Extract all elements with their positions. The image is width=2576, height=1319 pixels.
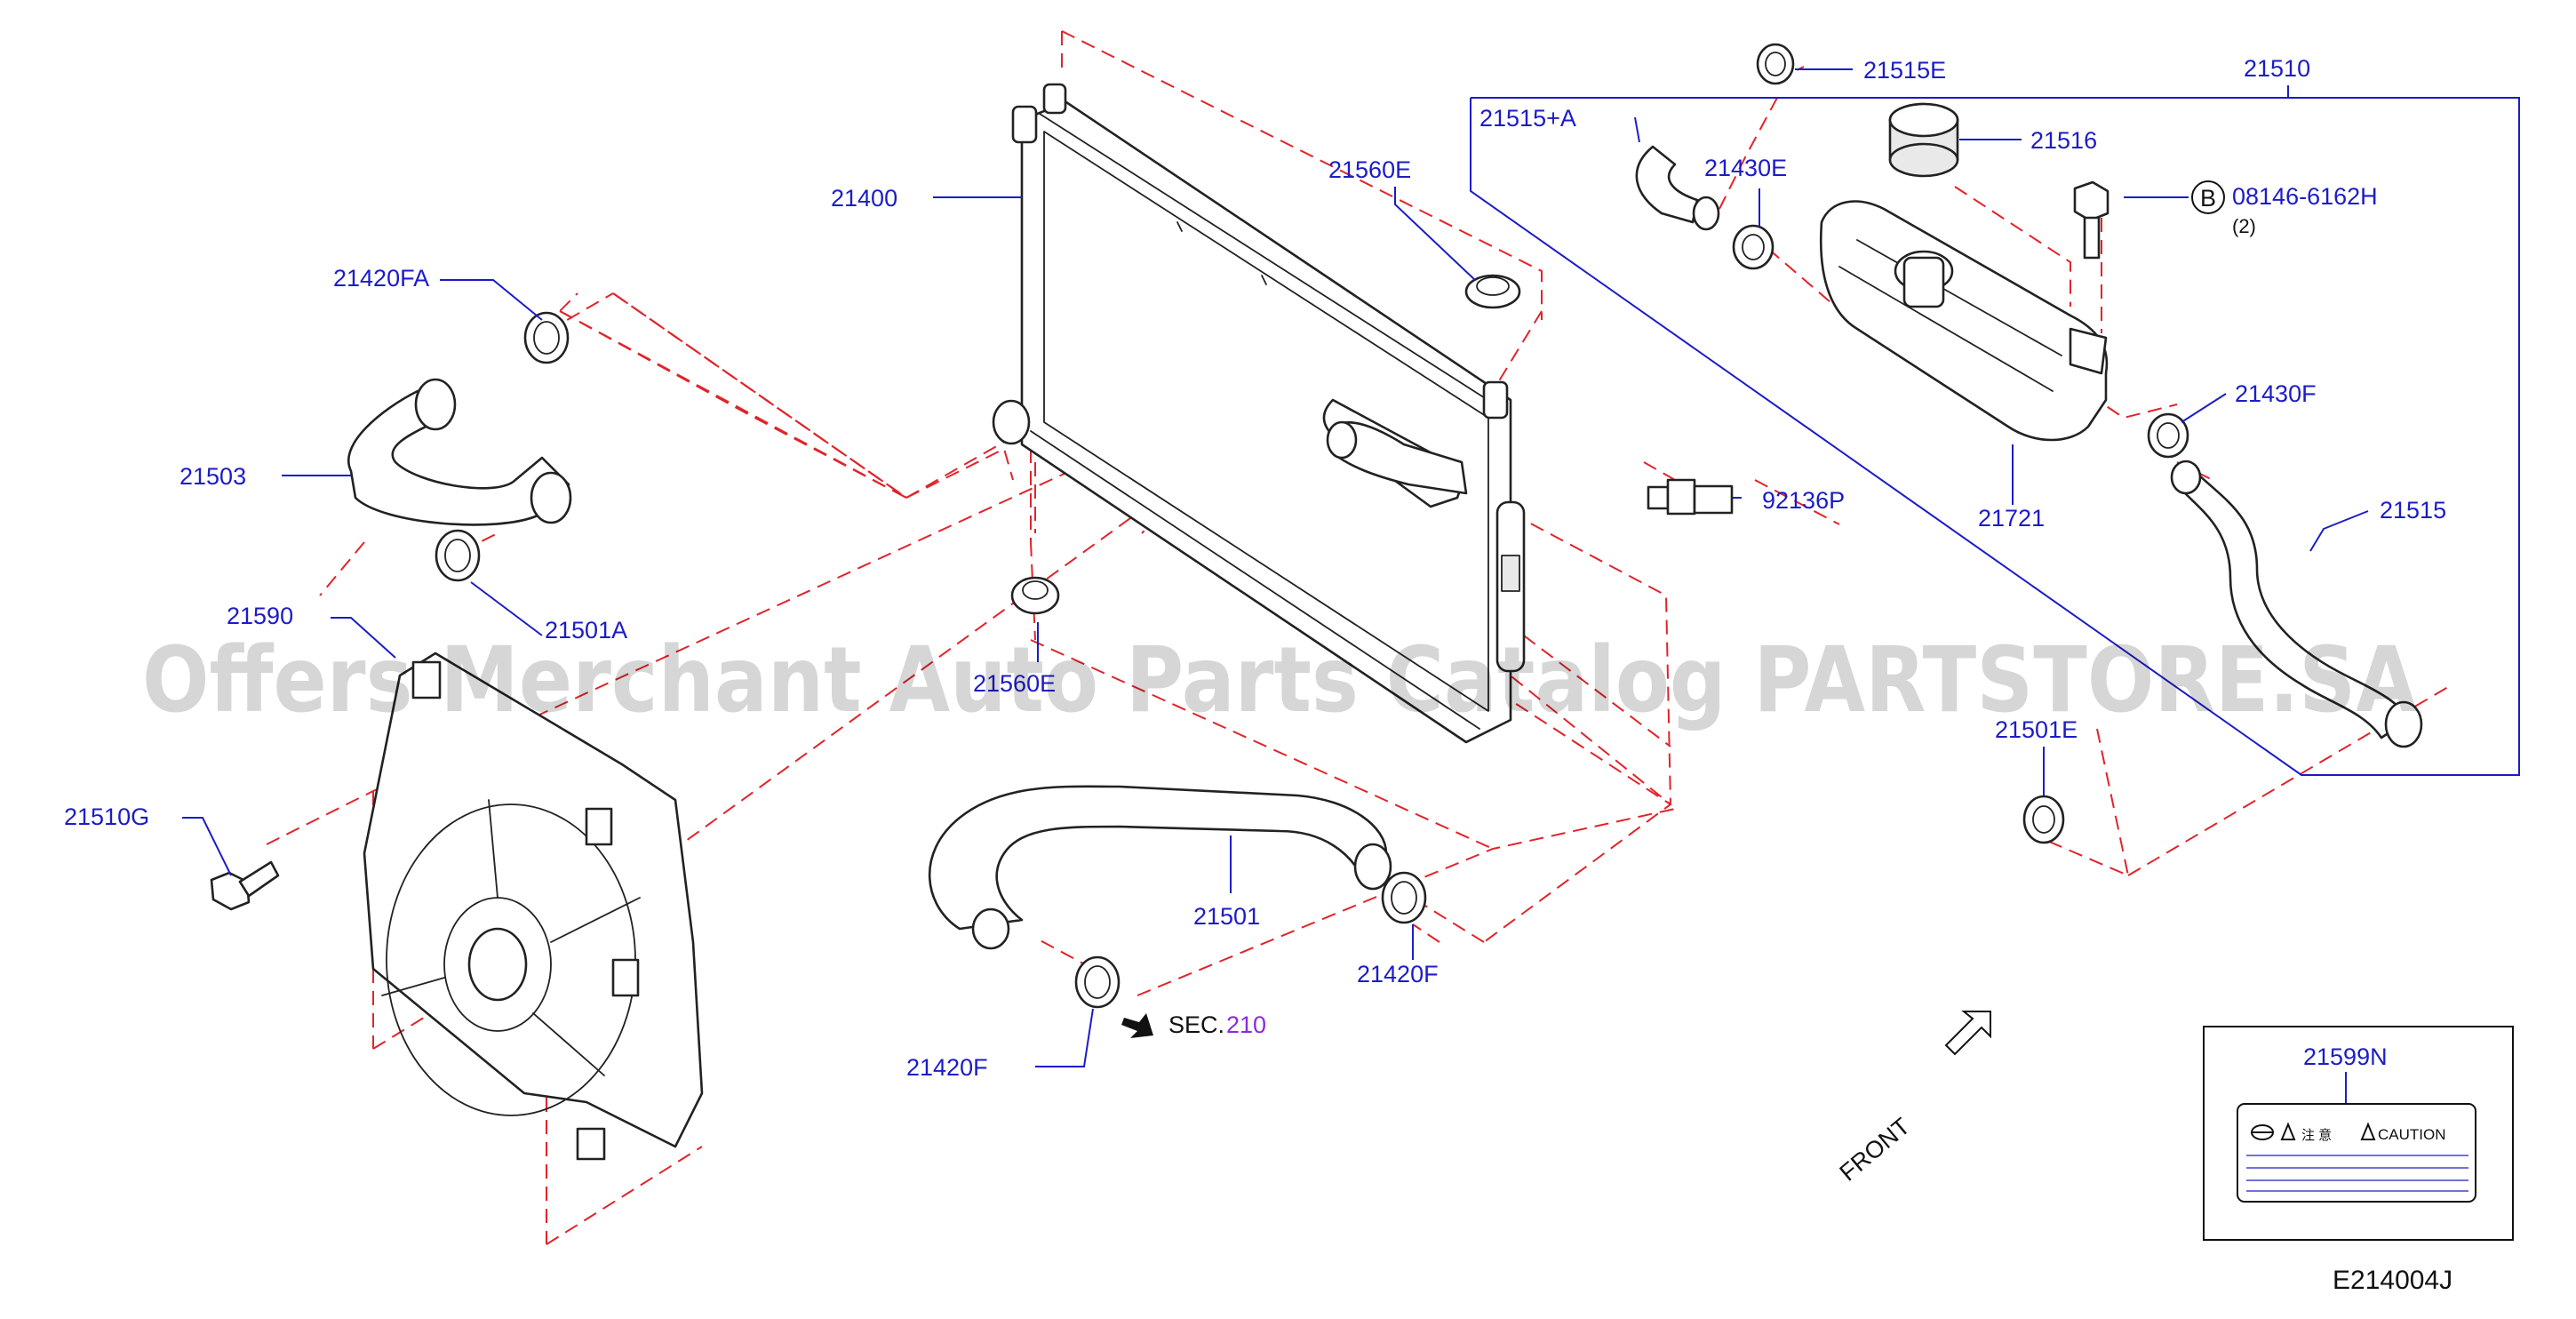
- reservoir-tank: [1819, 200, 2109, 442]
- clamp-21430E: [1732, 224, 1774, 270]
- label-08146-6162H: 08146-6162H: [2232, 183, 2378, 210]
- clamp-21420F-low: [1074, 955, 1121, 1009]
- label-21501A: 21501A: [545, 617, 627, 644]
- section-reference: SEC. 210: [1121, 1011, 1266, 1038]
- label-21501E: 21501E: [1995, 716, 2078, 743]
- front-indicator: FRONT: [1835, 1011, 1991, 1187]
- front-arrow-icon: [1944, 1011, 1991, 1056]
- section-number: 210: [1226, 1011, 1266, 1038]
- label-21420F-low: 21420F: [906, 1054, 988, 1081]
- bolt-callout-b: B: [2191, 180, 2225, 214]
- label-21515A: 21515+A: [1479, 105, 1576, 132]
- label-21515: 21515: [2380, 497, 2446, 524]
- hose-21515A: [1635, 145, 1720, 231]
- label-21503: 21503: [179, 463, 246, 490]
- hose-21503: [347, 378, 572, 526]
- drawing-code: E214004J: [2333, 1266, 2452, 1295]
- warning-triangle-icon: [2280, 1122, 2296, 1140]
- front-label: FRONT: [1835, 1113, 1916, 1187]
- clamp-21501A: [435, 529, 481, 582]
- bolt-21510G: [210, 860, 280, 911]
- label-21510G: 21510G: [64, 803, 149, 830]
- leader-lines: [182, 68, 2369, 1067]
- caution-text: CAUTION: [2378, 1126, 2446, 1143]
- filler-neck-pipe: [1326, 420, 1468, 495]
- label-21430E: 21430E: [1704, 155, 1787, 181]
- clamp-21420FA: [523, 311, 570, 364]
- bolt-08146: [2073, 180, 2109, 260]
- label-08146-qty: (2): [2232, 215, 2256, 237]
- label-21516: 21516: [2030, 127, 2097, 154]
- hose-21515: [2170, 460, 2423, 748]
- caution-label-box: 21599N 注 意 CAUTION: [2203, 1026, 2514, 1241]
- warning-triangle-icon-2: [2360, 1122, 2376, 1140]
- cap-21560E-top: [1464, 274, 1521, 309]
- label-21420F-mid: 21420F: [1357, 961, 1439, 987]
- callout-b-letter: B: [2200, 185, 2216, 212]
- clamp-21430F: [2147, 412, 2189, 459]
- label-21430F: 21430F: [2235, 380, 2317, 407]
- label-21560E-top: 21560E: [1328, 156, 1411, 183]
- label-21721: 21721: [1978, 505, 2045, 532]
- label-21510: 21510: [2244, 55, 2310, 82]
- reservoir-group-bracket: [1470, 97, 2520, 776]
- label-21560E-low: 21560E: [973, 670, 1056, 697]
- plug-92136P: [1647, 478, 1734, 516]
- label-21515E: 21515E: [1863, 57, 1946, 84]
- fan-shroud: [363, 652, 704, 1161]
- section-arrow-icon: [1121, 1013, 1153, 1038]
- cap-21516: [1888, 102, 1959, 178]
- clamp-21420F-mid: [1381, 871, 1427, 924]
- clamp-21501E: [2022, 795, 2065, 844]
- hose-21501: [928, 785, 1392, 950]
- clamp-21515E: [1756, 43, 1795, 85]
- label-21400: 21400: [831, 185, 897, 212]
- caution-symbols: 注 意: [2301, 1127, 2332, 1143]
- label-21590: 21590: [227, 603, 293, 629]
- label-21599N: 21599N: [2303, 1043, 2388, 1070]
- section-prefix: SEC.: [1168, 1011, 1224, 1038]
- watermark-text: Offers Merchant Auto Parts Catalog PARTS…: [142, 628, 2417, 733]
- label-21420FA: 21420FA: [333, 265, 429, 292]
- cap-21560E-low: [1010, 576, 1060, 615]
- label-21501: 21501: [1193, 903, 1260, 930]
- label-92136P: 92136P: [1762, 487, 1845, 514]
